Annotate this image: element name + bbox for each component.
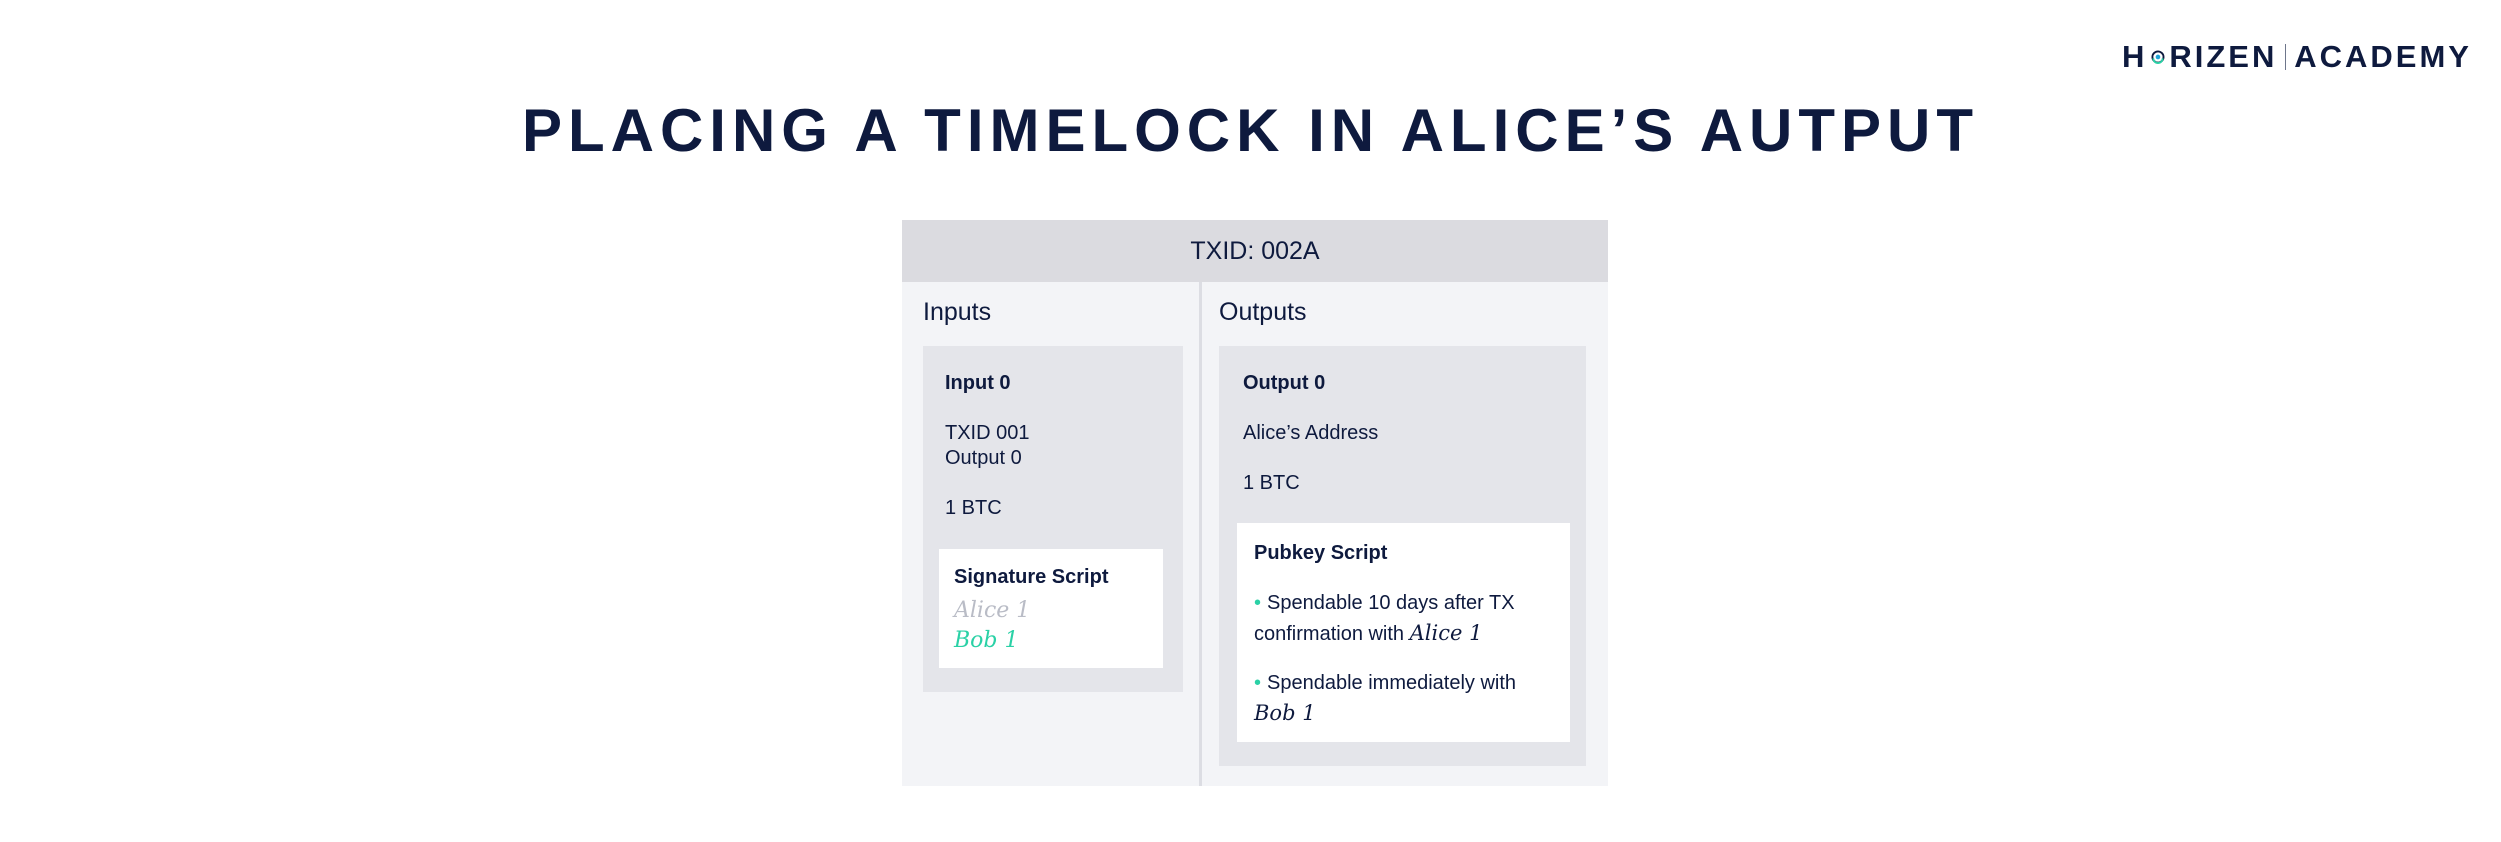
page-title: PLACING A TIMELOCK IN ALICE’S AUTPUT bbox=[521, 97, 1980, 164]
horizen-o-icon bbox=[2151, 50, 2165, 64]
txid-header: TXID: 002A bbox=[902, 220, 1608, 282]
output-title: Output 0 bbox=[1243, 372, 1326, 394]
timelock-condition-text-cont: confirmation with bbox=[1254, 623, 1405, 645]
immediate-condition: •Spendable immediately with bbox=[1254, 672, 1516, 695]
transaction-diagram: TXID: 002A Inputs Outputs Input 0 TXID 0… bbox=[902, 220, 1608, 786]
input-card: Input 0 TXID 001 Output 0 1 BTC Signatur… bbox=[923, 346, 1183, 692]
output-amount: 1 BTC bbox=[1243, 472, 1300, 494]
immediate-condition-text: Spendable immediately with bbox=[1267, 672, 1517, 694]
pubkey-script-box: Pubkey Script •Spendable 10 days after T… bbox=[1237, 523, 1570, 742]
logo-text-rizen: RIZEN bbox=[2169, 39, 2278, 74]
logo-text-academy: ACADEMY bbox=[2294, 39, 2472, 74]
column-divider bbox=[1199, 282, 1202, 786]
input-output-index: Output 0 bbox=[945, 447, 1022, 469]
input-title: Input 0 bbox=[945, 372, 1011, 394]
timelock-condition-cont: confirmation with Alice 1 bbox=[1254, 621, 1482, 646]
logo-divider bbox=[2285, 44, 2287, 70]
input-amount: 1 BTC bbox=[945, 497, 1002, 519]
logo-text-h: H bbox=[2122, 39, 2148, 74]
output-address: Alice’s Address bbox=[1243, 422, 1379, 444]
horizen-academy-logo: H RIZEN ACADEMY bbox=[2122, 38, 2472, 76]
signature-bob-required: Bob 1 bbox=[1254, 701, 1316, 725]
immediate-condition-cont: Bob 1 bbox=[1254, 701, 1316, 726]
bullet-icon: • bbox=[1254, 672, 1262, 694]
outputs-label: Outputs bbox=[1219, 298, 1307, 326]
signature-alice-required: Alice 1 bbox=[1409, 621, 1483, 645]
pubkey-script-title: Pubkey Script bbox=[1254, 542, 1388, 564]
timelock-condition: •Spendable 10 days after TX bbox=[1254, 592, 1515, 615]
signature-alice: Alice 1 bbox=[954, 598, 1031, 623]
bullet-icon: • bbox=[1254, 592, 1262, 614]
inputs-label: Inputs bbox=[923, 298, 992, 326]
signature-script-box: Signature Script Alice 1 Bob 1 bbox=[939, 549, 1163, 668]
signature-bob: Bob 1 bbox=[954, 628, 1019, 653]
input-txid: TXID 001 bbox=[945, 422, 1030, 444]
signature-script-title: Signature Script bbox=[954, 566, 1109, 588]
output-card: Output 0 Alice’s Address 1 BTC Pubkey Sc… bbox=[1219, 346, 1586, 766]
timelock-condition-text: Spendable 10 days after TX bbox=[1267, 592, 1515, 614]
